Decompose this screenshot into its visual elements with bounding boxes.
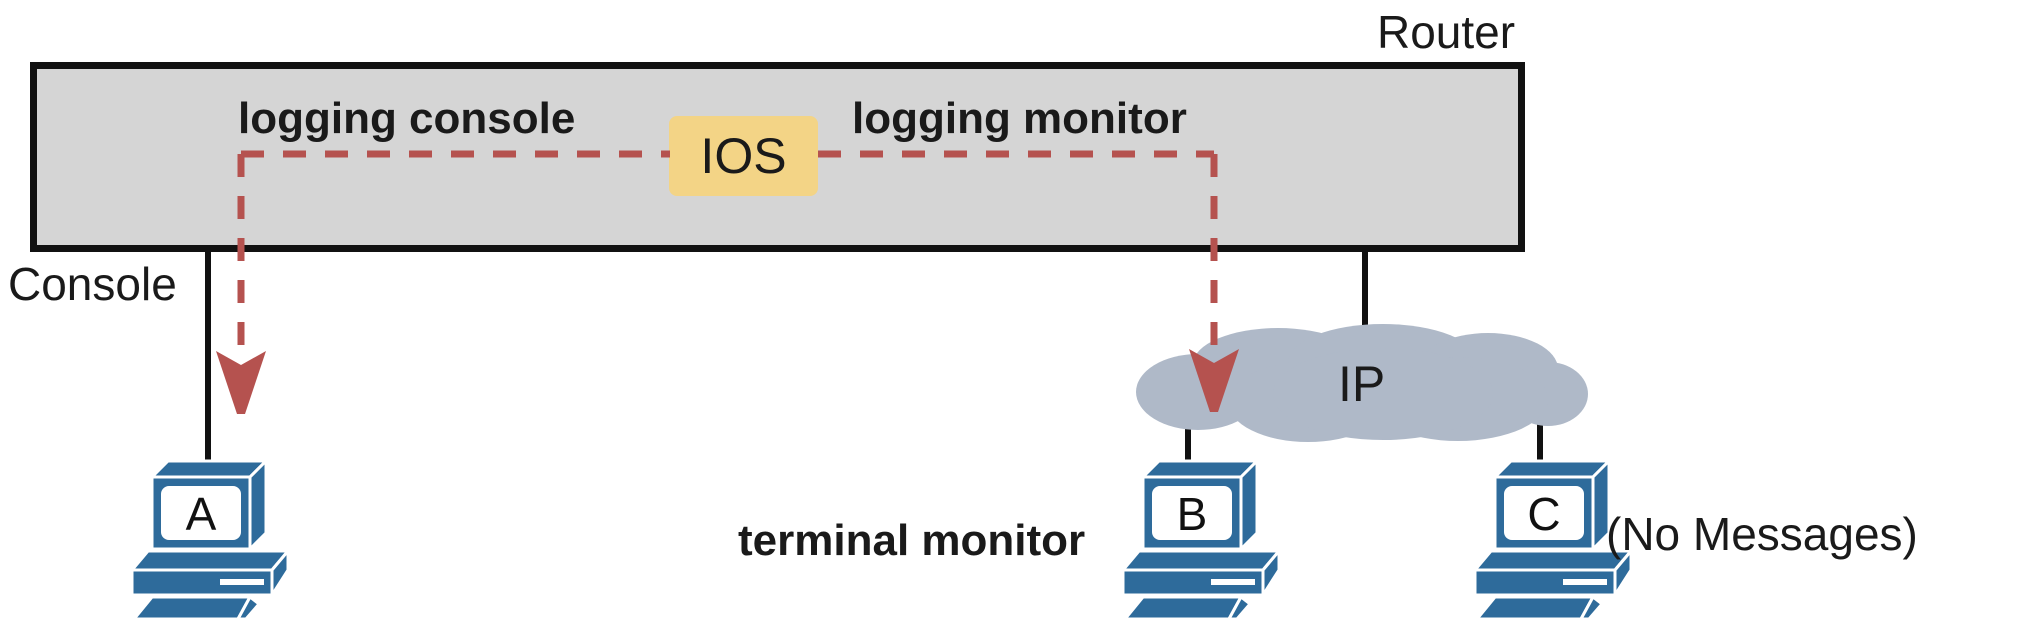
console-port-label: Console — [8, 258, 177, 310]
computer-c-letter: C — [1527, 487, 1561, 540]
console-cable-line — [205, 250, 211, 462]
terminal-monitor-label: terminal monitor — [738, 516, 1086, 565]
computer-icon — [132, 459, 290, 621]
logging-monitor-label: logging monitor — [852, 94, 1187, 143]
computer-b-letter: B — [1176, 487, 1208, 540]
ios-label: IOS — [700, 127, 787, 184]
computer-a-letter: A — [185, 487, 217, 540]
router-label: Router — [1377, 6, 1516, 58]
computer-icon — [1475, 459, 1633, 621]
no-messages-label: (No Messages) — [1606, 508, 1918, 560]
computer-icon — [1123, 459, 1281, 621]
cloud-to-pc-b-line — [1185, 410, 1191, 466]
ios-box: IOS — [669, 116, 818, 196]
logging-console-label: logging console — [238, 94, 576, 143]
console-arrowhead-icon — [216, 351, 266, 414]
ip-cloud-label: IP — [1338, 356, 1386, 412]
cloud-to-pc-c-line — [1537, 418, 1543, 468]
router-to-cloud-line — [1362, 250, 1368, 342]
